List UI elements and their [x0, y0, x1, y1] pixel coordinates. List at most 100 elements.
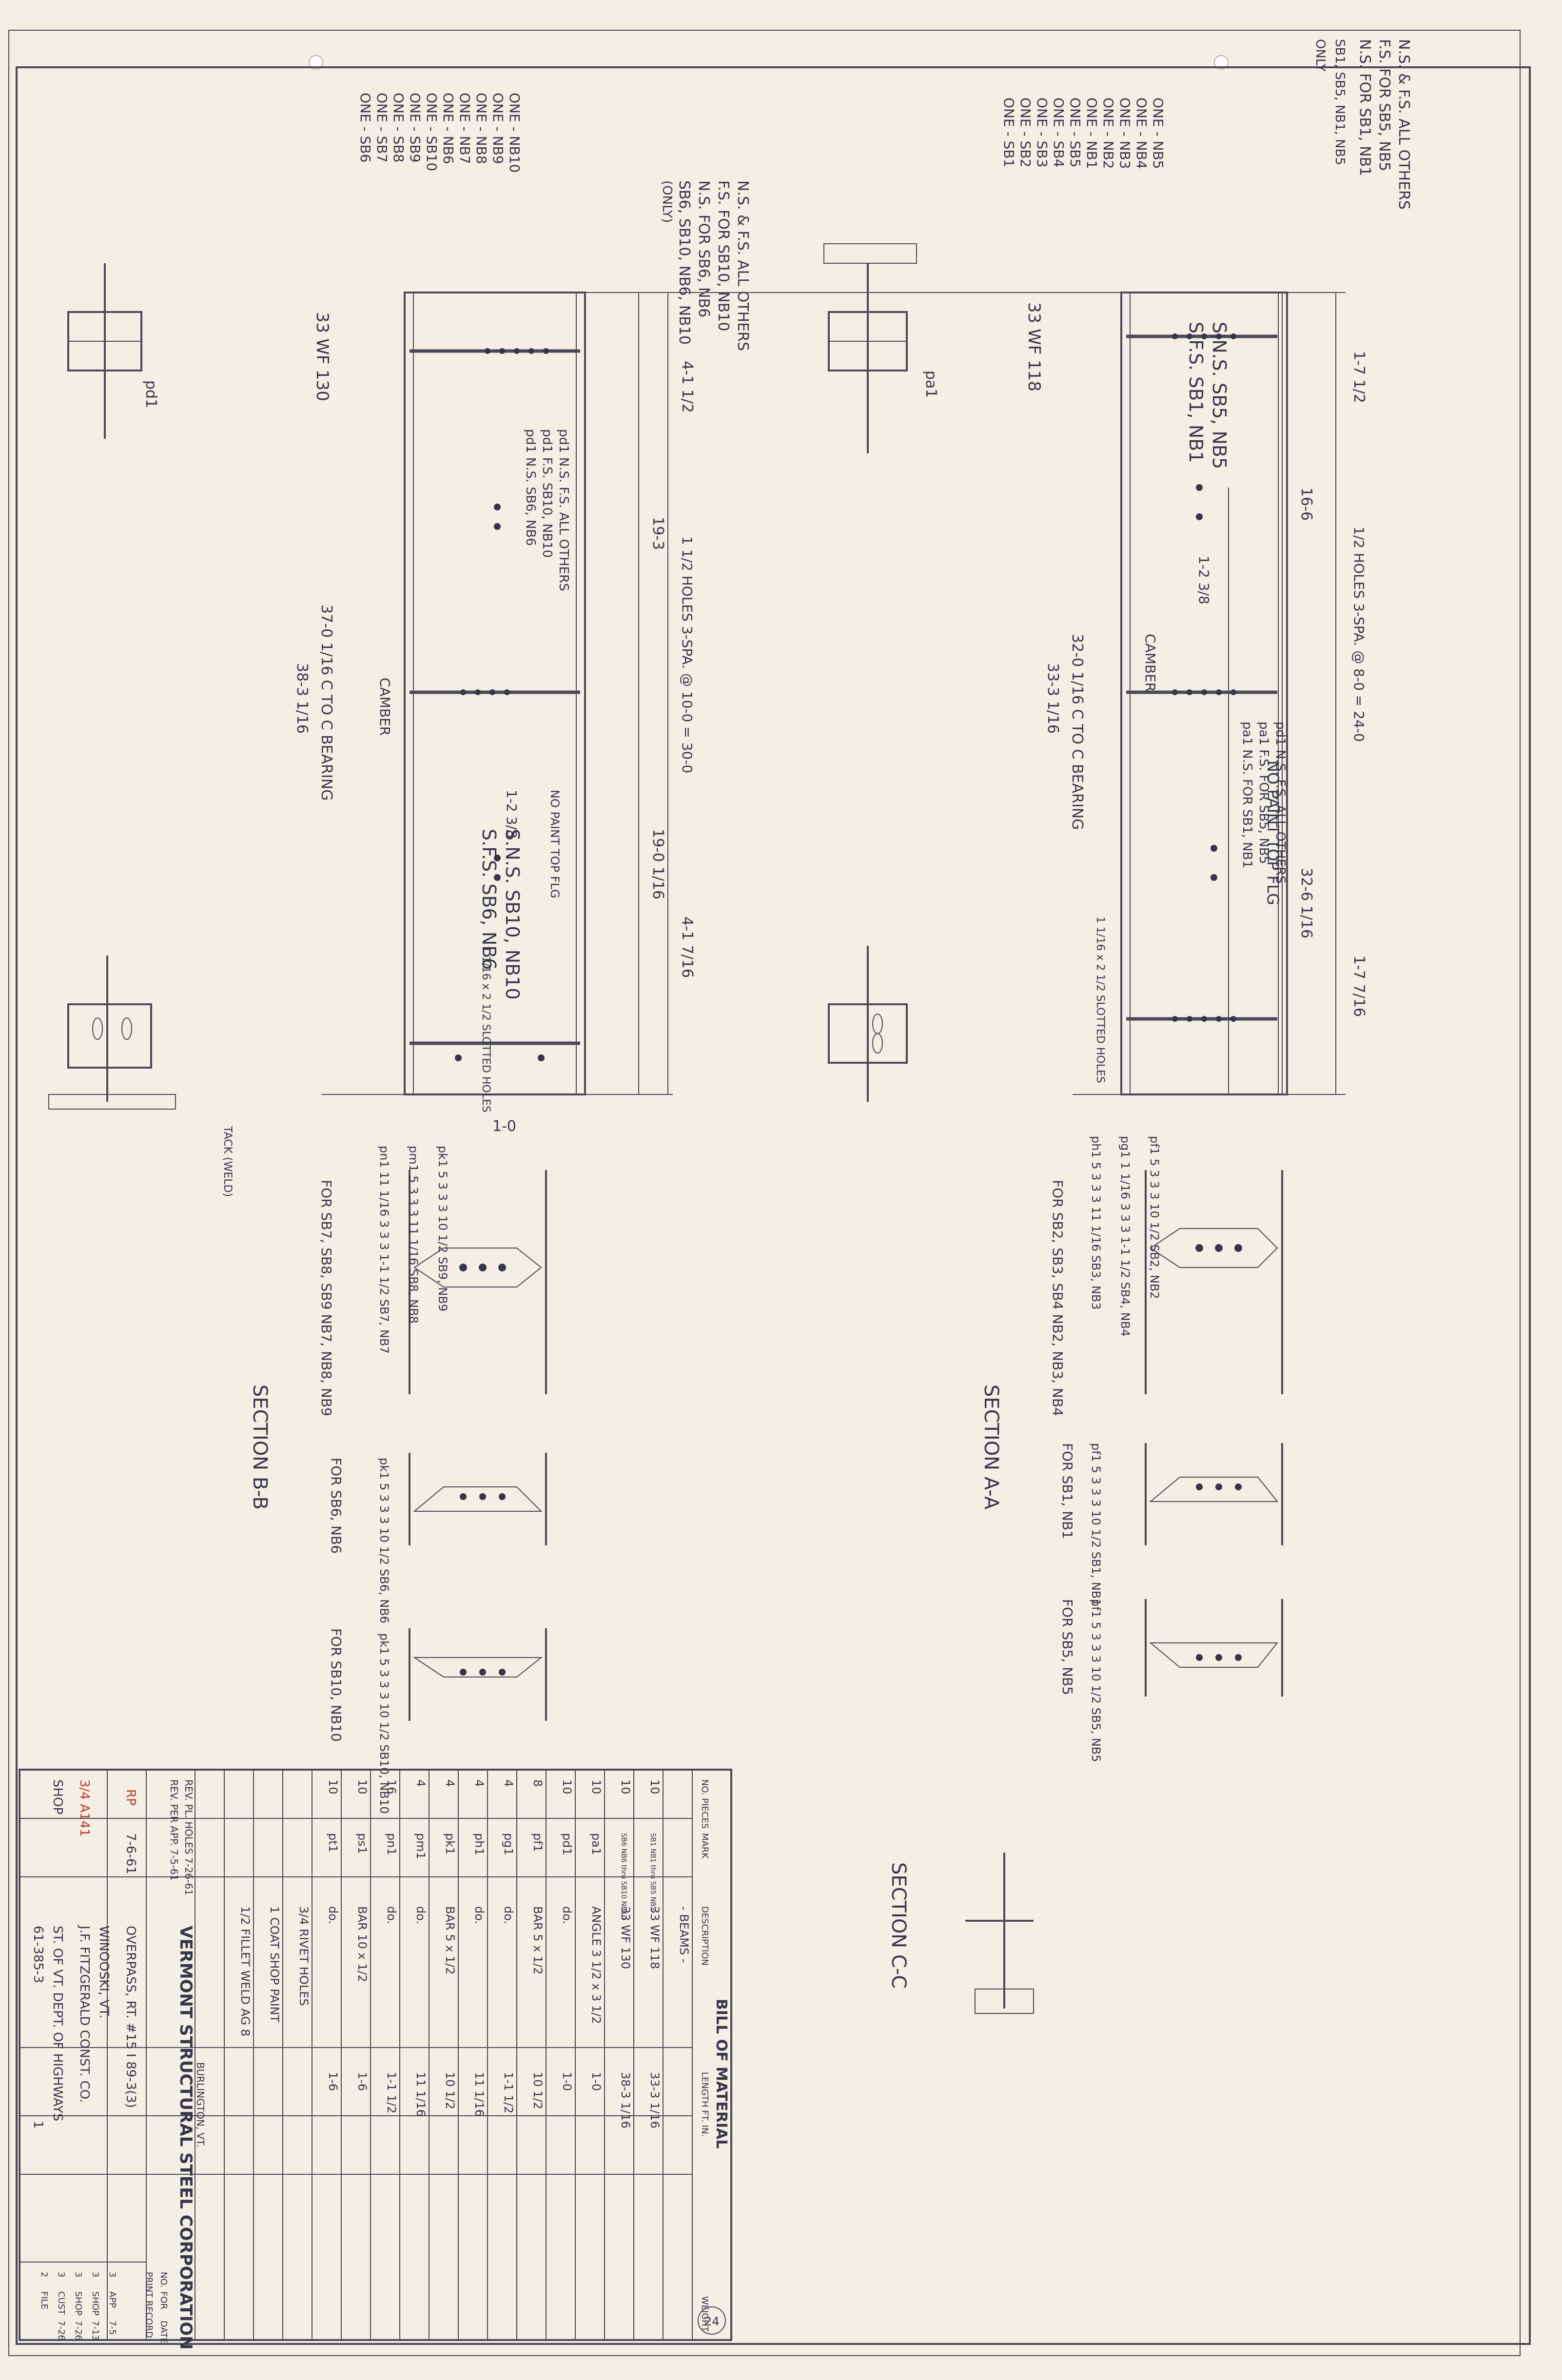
- svg-text:38-3 1/16: 38-3 1/16: [619, 2072, 632, 2128]
- section-a-title: SECTION A-A: [980, 1385, 1002, 1510]
- beam-label-bottom: S.N.S. SB10, NB10: [502, 829, 523, 1000]
- company-name: VERMONT STRUCTURAL STEEL CORPORATION: [176, 1926, 195, 2350]
- svg-text:pt1: pt1: [326, 1833, 340, 1853]
- svg-text:do.: do.: [472, 1906, 486, 1924]
- svg-text:33-3 1/16: 33-3 1/16: [648, 2072, 662, 2128]
- svg-text:FOR SB1, NB1: FOR SB1, NB1: [1059, 1443, 1075, 1539]
- svg-text:ONE - SB5: ONE - SB5: [1067, 98, 1083, 167]
- svg-text:ONE - SB8: ONE - SB8: [390, 93, 407, 162]
- svg-text:ONE - NB3: ONE - NB3: [1117, 98, 1133, 169]
- punch-hole: [309, 55, 323, 70]
- svg-text:38-3 1/16: 38-3 1/16: [293, 663, 311, 734]
- svg-text:3/4 A141: 3/4 A141: [77, 1779, 92, 1837]
- revision-note: REV. PL. HOLES 7-26-61: [183, 1779, 195, 1895]
- top-notes-right: ONLY SB1, SB5, NB1, NB5 N.S. FOR SB1, NB…: [1001, 39, 1412, 210]
- section-b-title: SECTION B-B: [249, 1385, 271, 1510]
- svg-text:ONE - NB5: ONE - NB5: [1150, 98, 1166, 169]
- svg-text:pg1 1 1/16 3 3 3 1-1 1/2 S: pg1 1 1/16 3 3 3 1-1 1/2 SB4, NB4: [1118, 1136, 1132, 1336]
- svg-text:ONE - NB4: ONE - NB4: [1133, 98, 1150, 169]
- svg-text:4: 4: [472, 1779, 486, 1787]
- svg-text:ONE - NB7: ONE - NB7: [457, 93, 473, 164]
- svg-text:pf1 5 3 3 3 10 1/2 SB5, NB: pf1 5 3 3 3 10 1/2 SB5, NB5: [1089, 1599, 1103, 1762]
- svg-text:1 1/16 x 2 1/2 SLOTTED HOLES: 1 1/16 x 2 1/2 SLOTTED HOLES: [1094, 917, 1106, 1083]
- svg-text:DATE: DATE: [158, 2321, 169, 2343]
- svg-text:ONE - NB9: ONE - NB9: [490, 93, 506, 164]
- svg-text:FOR: FOR: [158, 2291, 169, 2309]
- svg-text:16: 16: [385, 1779, 398, 1795]
- svg-text:pd1 N.S. F.S. ALL OTHERS: pd1 N.S. F.S. ALL OTHERS: [556, 429, 571, 591]
- section-a-detail-2: pf1 5 3 3 3 10 1/2 SB1, NB1 FOR SB1, NB1: [1059, 1443, 1283, 1606]
- svg-text:ONE - SB7: ONE - SB7: [374, 93, 390, 162]
- company-city: BURLINGTON, VT.: [195, 2062, 206, 2147]
- svg-text:pd1: pd1: [142, 380, 159, 408]
- svg-text:SB1 NB1 thru SB5 NB5: SB1 NB1 thru SB5 NB5: [649, 1833, 657, 1911]
- svg-text:3: 3: [56, 2272, 66, 2277]
- svg-text:1: 1: [31, 2121, 45, 2129]
- svg-text:7-5: 7-5: [107, 2321, 117, 2335]
- svg-text:10: 10: [589, 1779, 603, 1795]
- beam-left-end-detail-bottom: TACK (WELD): [48, 956, 234, 1197]
- svg-text:4: 4: [414, 1779, 428, 1787]
- svg-text:10: 10: [355, 1779, 369, 1795]
- svg-text:pm1 5 3 3 3 11 1/16 SB8, N: pm1 5 3 3 3 11 1/16 SB8, NB8: [407, 1146, 420, 1324]
- section-b-detail-1: pn1 11 1/16 3 3 3 1-1 1/2 SB7, NB7 pm1 5…: [318, 1146, 547, 1416]
- svg-text:SHOP: SHOP: [73, 2291, 83, 2316]
- svg-text:pf1: pf1: [531, 1833, 545, 1852]
- svg-text:F.S. FOR SB10, NB10: F.S. FOR SB10, NB10: [715, 180, 732, 331]
- svg-text:7-6-61: 7-6-61: [123, 1833, 138, 1874]
- svg-text:FOR SB7, SB8, SB9 NB7, NB8, NB: FOR SB7, SB8, SB9 NB7, NB8, NB9: [318, 1180, 334, 1416]
- svg-text:pa1 N.S. FOR SB1, NB1: pa1 N.S. FOR SB1, NB1: [1240, 722, 1254, 868]
- svg-text:1-7 7/16: 1-7 7/16: [1350, 956, 1367, 1017]
- svg-text:7-13: 7-13: [90, 2321, 100, 2341]
- svg-text:1-7 1/2: 1-7 1/2: [1350, 351, 1367, 403]
- svg-text:pd1 N.S. F.S. ALL OTHERS: pd1 N.S. F.S. ALL OTHERS: [1273, 722, 1288, 884]
- svg-text:1-6: 1-6: [326, 2072, 340, 2091]
- svg-text:33-3 1/16: 33-3 1/16: [1044, 663, 1061, 734]
- bom-title: BILL OF MATERIAL: [713, 1999, 730, 2148]
- svg-text:10 1/2: 10 1/2: [531, 2072, 545, 2109]
- svg-text:pk1: pk1: [443, 1833, 457, 1854]
- svg-text:CAMBER: CAMBER: [377, 678, 393, 736]
- beam-left-elevation: 4-1 1/2 1 1/2 HOLES 3-SPA. @ 10-0 = 30-0…: [293, 292, 696, 1135]
- svg-text:pn1: pn1: [385, 1833, 398, 1855]
- svg-text:33 WF 118: 33 WF 118: [648, 1906, 662, 1969]
- svg-text:ps1: ps1: [355, 1833, 369, 1854]
- svg-text:pa1: pa1: [922, 371, 939, 398]
- svg-text:33 WF 118: 33 WF 118: [1024, 302, 1044, 391]
- svg-text:ph1: ph1: [472, 1833, 486, 1855]
- punch-hole: [1214, 55, 1229, 70]
- svg-text:pn1 11 1/16 3 3 3 1-1 1/2: pn1 11 1/16 3 3 3 1-1 1/2 SB7, NB7: [377, 1146, 391, 1354]
- svg-text:3: 3: [73, 2272, 83, 2277]
- beam-label-bottom: S.N.S. SB5, NB5: [1209, 322, 1230, 469]
- beam-left-end-detail-top: pd1: [67, 263, 159, 439]
- svg-text:33 WF 130: 33 WF 130: [312, 312, 332, 401]
- svg-text:WEIGHT: WEIGHT: [700, 2296, 710, 2332]
- svg-text:J.F. FITZGERALD CONST. CO.: J.F. FITZGERALD CONST. CO.: [77, 1925, 92, 2103]
- svg-text:3: 3: [90, 2272, 100, 2277]
- svg-text:FILE: FILE: [39, 2291, 49, 2309]
- svg-text:do.: do.: [560, 1906, 574, 1924]
- revision-note: REV. PER APP. 7-5-61: [168, 1779, 180, 1881]
- svg-text:RP: RP: [123, 1789, 138, 1806]
- sheet-badge: [698, 2306, 726, 2335]
- svg-text:N.S. FOR SB6, NB6: N.S. FOR SB6, NB6: [695, 180, 712, 317]
- svg-text:32-6 1/16: 32-6 1/16: [1298, 868, 1315, 938]
- svg-text:PRINT RECORD: PRINT RECORD: [144, 2272, 154, 2338]
- svg-text:1-0: 1-0: [589, 2072, 603, 2091]
- section-b-detail-2: pk1 5 3 3 3 10 1/2 SB6, NB6 FOR SB6, NB6: [328, 1453, 547, 1623]
- section-a-detail-3: pf1 5 3 3 3 10 1/2 SB5, NB5 FOR SB5, NB5: [1059, 1599, 1283, 1762]
- svg-text:19-0 1/16: 19-0 1/16: [649, 829, 666, 899]
- svg-text:pm1: pm1: [414, 1833, 428, 1859]
- svg-text:11 1/16: 11 1/16: [414, 2072, 428, 2117]
- svg-text:10: 10: [560, 1779, 574, 1795]
- svg-text:4: 4: [502, 1779, 515, 1787]
- svg-text:CAMBER: CAMBER: [1142, 634, 1158, 692]
- svg-text:ONE - NB6: ONE - NB6: [440, 93, 456, 164]
- svg-text:33 WF 130: 33 WF 130: [619, 1906, 632, 1969]
- beam-right-elevation: 1-7 1/2 16-6 1/2 HOLES 3-SPA. @ 8-0 = 24…: [502, 292, 1367, 1095]
- svg-text:1-0: 1-0: [560, 2072, 574, 2091]
- svg-text:do.: do.: [385, 1906, 398, 1924]
- svg-text:N.S. & F.S. ALL OTHERS: N.S. & F.S. ALL OTHERS: [734, 180, 751, 351]
- title-block: REV. PER APP. 7-5-61 REV. PL. HOLES 7-26…: [31, 1779, 206, 2350]
